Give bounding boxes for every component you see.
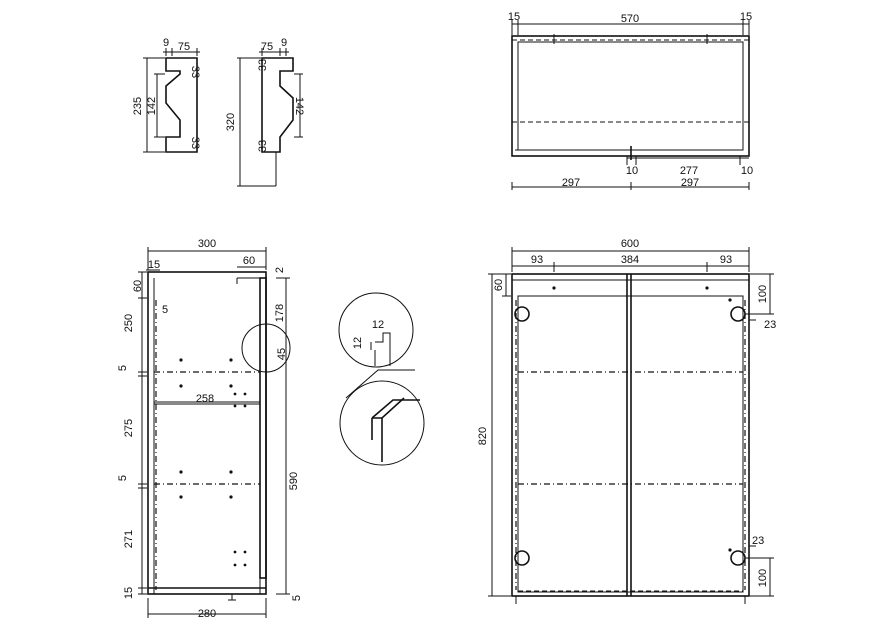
dim-label: 60 (132, 280, 144, 292)
front-view: 600 93 384 93 60 820 100 23 23 100 (477, 238, 776, 604)
dim-label: 300 (198, 238, 216, 250)
profile-left: 9 75 235 142 33 33 (132, 37, 201, 153)
dim-label: 280 (198, 608, 216, 620)
dim-label: 320 (225, 113, 237, 131)
dim-label: 15 (148, 259, 160, 271)
dim-label: 9 (281, 37, 287, 49)
side-view: 300 15 60 2 60 5 250 5 275 5 271 15 258 … (117, 238, 303, 620)
dim-label: 277 (680, 165, 698, 177)
dim-label: 297 (681, 177, 699, 189)
dim-label: 100 (757, 285, 769, 303)
dim-label: 142 (293, 97, 305, 115)
dim-label: 93 (720, 254, 732, 266)
dim-label: 5 (162, 304, 168, 316)
detail-3d (339, 369, 425, 466)
dim-label: 45 (276, 348, 288, 360)
dim-label: 297 (562, 177, 580, 189)
dim-label: 33 (257, 140, 269, 152)
dim-label: 570 (621, 13, 639, 25)
profile-right: 75 9 320 142 33 33 (225, 37, 305, 187)
dim-label: 33 (189, 66, 201, 78)
dim-label: 142 (146, 97, 158, 115)
dim-label: 9 (163, 37, 169, 49)
dim-label: 2 (274, 267, 286, 273)
dim-label: 23 (752, 535, 764, 547)
dim-label: 60 (493, 279, 505, 291)
dim-label: 12 (352, 337, 364, 349)
dim-label: 93 (531, 254, 543, 266)
dim-label: 15 (508, 11, 520, 23)
dim-label: 75 (261, 41, 273, 53)
dim-label: 820 (477, 427, 489, 445)
dim-label: 10 (626, 165, 638, 177)
dim-label: 275 (123, 419, 135, 437)
dim-label: 60 (243, 255, 255, 267)
dim-label: 10 (741, 165, 753, 177)
top-view: 15 570 15 10 277 10 297 297 (508, 11, 753, 190)
detail-section: 12 12 (338, 292, 414, 368)
dim-label: 258 (196, 393, 214, 405)
dim-label: 33 (257, 59, 269, 71)
dim-label: 235 (132, 97, 144, 115)
dim-label: 15 (740, 11, 752, 23)
dim-label: 100 (757, 569, 769, 587)
dim-label: 600 (621, 238, 639, 250)
dim-label: 15 (123, 587, 135, 599)
dim-label: 12 (372, 319, 384, 331)
dim-label: 5 (117, 365, 129, 371)
dim-label: 384 (621, 254, 639, 266)
dim-label: 33 (189, 137, 201, 149)
dim-label: 75 (178, 41, 190, 53)
dim-label: 178 (274, 304, 286, 322)
dim-label: 5 (291, 595, 303, 601)
dim-label: 250 (123, 314, 135, 332)
dim-label: 23 (764, 319, 776, 331)
dim-label: 5 (117, 475, 129, 481)
dim-label: 590 (288, 472, 300, 490)
dim-label: 271 (123, 530, 135, 548)
